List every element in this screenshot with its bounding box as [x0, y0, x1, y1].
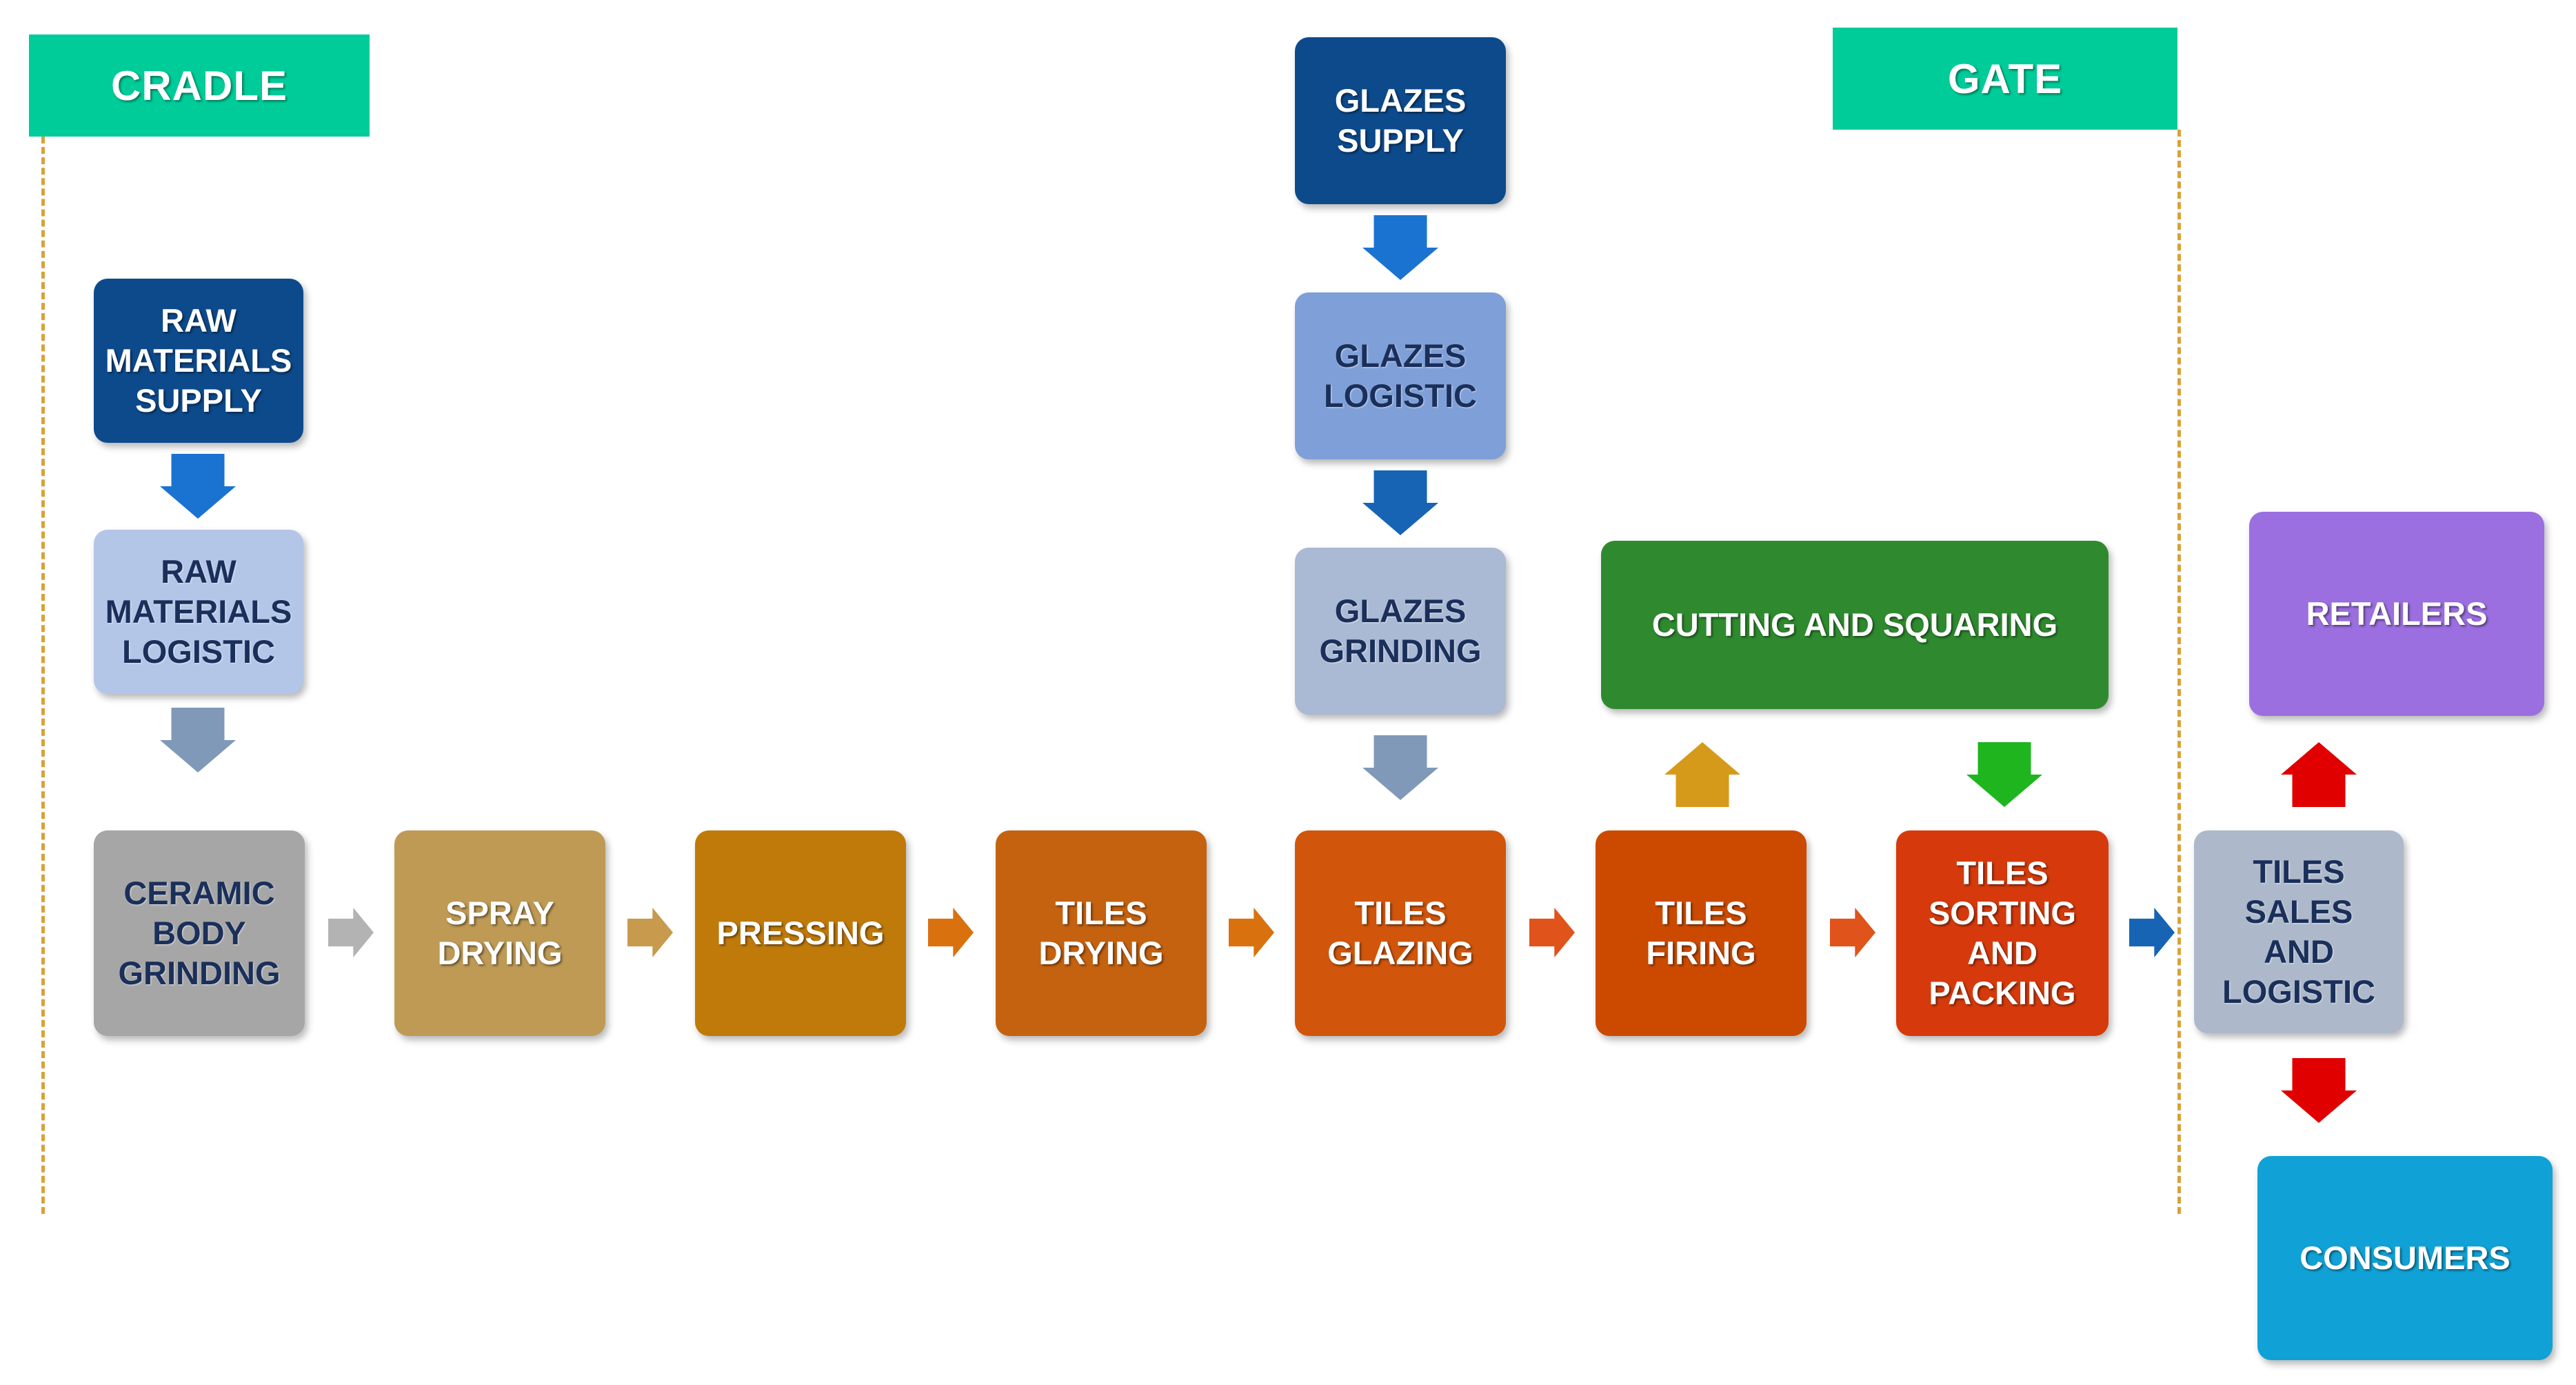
- spray-drying-label: SPRAY DRYING: [437, 895, 563, 971]
- arrow-up-icon: [1664, 742, 1740, 807]
- arrow-up-icon: [2281, 742, 2357, 807]
- cradle-boundary-line: [41, 137, 45, 1214]
- arrow-right-icon: [928, 908, 974, 957]
- arrow-right-icon: [1229, 908, 1274, 957]
- glazes-logistic-label: GLAZES LOGISTIC: [1324, 337, 1477, 414]
- arrow-down-icon: [1362, 215, 1438, 280]
- pressing-box[interactable]: PRESSING: [695, 830, 906, 1036]
- arrow-down-icon: [2281, 1058, 2357, 1123]
- gate-tag: GATE: [1833, 28, 2177, 130]
- arrow-right-icon: [1830, 908, 1875, 957]
- tiles-sorting-and-packing-label: TILES SORTING AND PACKING: [1928, 855, 2077, 1011]
- cradle-tag: CRADLE: [29, 34, 370, 137]
- consumers-box[interactable]: CONSUMERS: [2257, 1156, 2553, 1360]
- cutting-and-squaring-box[interactable]: CUTTING AND SQUARING: [1601, 541, 2109, 709]
- raw-materials-supply-box[interactable]: RAW MATERIALS SUPPLY: [94, 279, 303, 443]
- arrow-right-icon: [328, 908, 374, 957]
- tiles-firing-label: TILES FIRING: [1646, 895, 1756, 971]
- arrow-down-icon: [1362, 470, 1438, 535]
- ceramic-body-grinding-label: CERAMIC BODY GRINDING: [118, 875, 281, 991]
- tiles-drying-box[interactable]: TILES DRYING: [996, 830, 1207, 1036]
- raw-materials-logistic-box[interactable]: RAW MATERIALS LOGISTIC: [94, 530, 303, 694]
- retailers-label: RETAILERS: [2306, 595, 2488, 632]
- consumers-label: CONSUMERS: [2300, 1239, 2510, 1276]
- tiles-firing-box[interactable]: TILES FIRING: [1596, 830, 1807, 1036]
- arrow-down-icon: [1966, 742, 2042, 807]
- ceramic-body-grinding-box[interactable]: CERAMIC BODY GRINDING: [94, 830, 305, 1036]
- pressing-label: PRESSING: [716, 915, 885, 951]
- tiles-glazing-label: TILES GLAZING: [1327, 895, 1473, 971]
- tiles-sales-and-logistic-box[interactable]: TILES SALES AND LOGISTIC: [2194, 830, 2404, 1033]
- arrow-down-icon: [160, 708, 236, 773]
- tiles-glazing-box[interactable]: TILES GLAZING: [1295, 830, 1506, 1036]
- arrow-down-icon: [1362, 735, 1438, 800]
- arrow-right-icon: [2129, 908, 2175, 957]
- glazes-grinding-box[interactable]: GLAZES GRINDING: [1295, 548, 1506, 715]
- gate-boundary-line: [2177, 130, 2181, 1214]
- glazes-grinding-label: GLAZES GRINDING: [1319, 592, 1482, 669]
- glazes-supply-label: GLAZES SUPPLY: [1334, 82, 1467, 159]
- glazes-supply-box[interactable]: GLAZES SUPPLY: [1295, 37, 1506, 204]
- arrow-down-icon: [160, 454, 236, 519]
- tiles-sales-and-logistic-label: TILES SALES AND LOGISTIC: [2222, 853, 2375, 1010]
- spray-drying-box[interactable]: SPRAY DRYING: [394, 830, 605, 1036]
- glazes-logistic-box[interactable]: GLAZES LOGISTIC: [1295, 292, 1506, 459]
- arrow-right-icon: [627, 908, 673, 957]
- cutting-and-squaring-label: CUTTING AND SQUARING: [1651, 606, 2058, 643]
- tiles-sorting-and-packing-box[interactable]: TILES SORTING AND PACKING: [1896, 830, 2109, 1036]
- arrow-right-icon: [1529, 908, 1575, 957]
- tiles-drying-label: TILES DRYING: [1038, 895, 1164, 971]
- retailers-box[interactable]: RETAILERS: [2249, 512, 2544, 716]
- raw-materials-logistic-label: RAW MATERIALS LOGISTIC: [105, 553, 292, 670]
- raw-materials-supply-label: RAW MATERIALS SUPPLY: [105, 302, 292, 419]
